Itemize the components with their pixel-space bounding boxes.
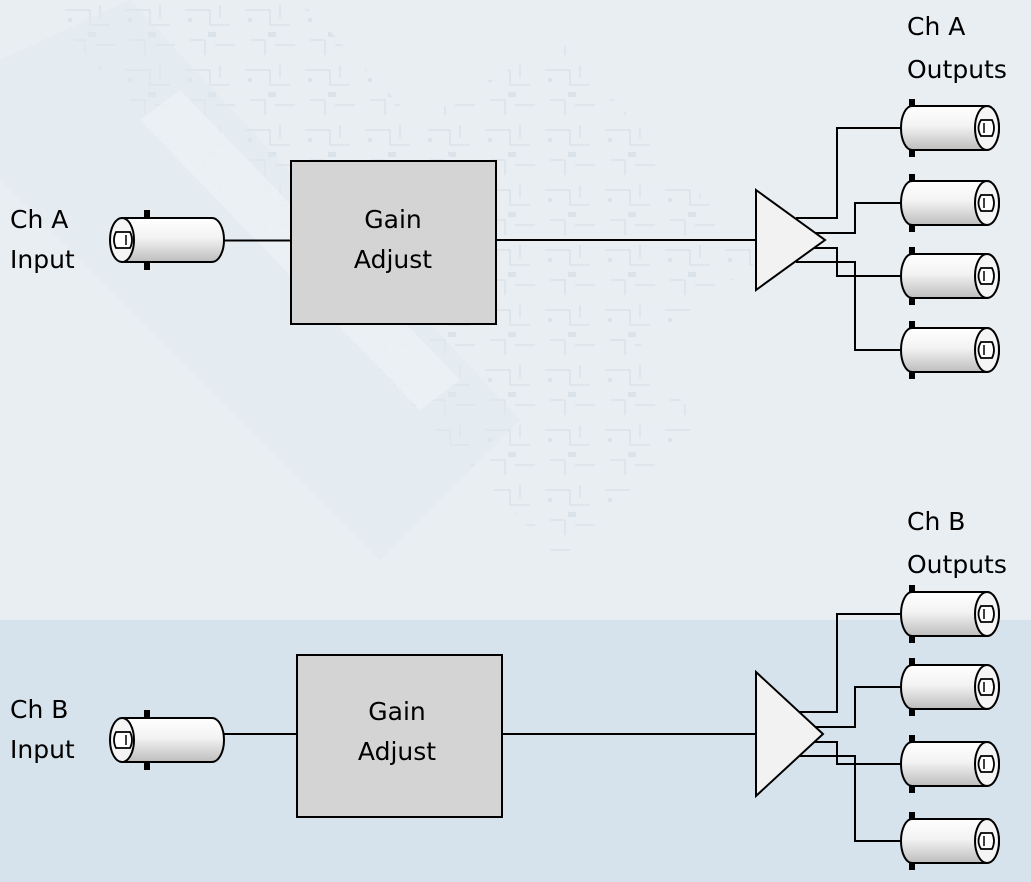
input-bnc-connector-icon: [109, 210, 225, 270]
input-bnc-connector-icon: [109, 710, 225, 770]
input-label: Input: [10, 245, 75, 274]
outputs-label: Ch A: [907, 12, 965, 41]
gain-adjust-label: Adjust: [358, 737, 436, 766]
input-label: Input: [10, 735, 75, 764]
input-label: Ch A: [10, 205, 68, 234]
input-label: Ch B: [10, 695, 68, 724]
output-bnc-connector-icon: [900, 321, 1000, 379]
output-wire: [796, 755, 912, 842]
outputs-label: Ch B: [907, 507, 965, 536]
outputs-label: Outputs: [907, 550, 1007, 579]
gain-adjust-block: [290, 160, 497, 325]
outputs-label: Outputs: [907, 55, 1007, 84]
output-bnc-connector-icon: [900, 99, 1000, 157]
output-wire: [796, 202, 912, 234]
output-wire: [796, 741, 912, 765]
output-bnc-connector-icon: [900, 247, 1000, 305]
gain-adjust-label: Adjust: [354, 245, 432, 274]
gain-adjust-label: Gain: [364, 205, 421, 234]
output-wire: [796, 686, 912, 728]
gain-adjust-label: Gain: [368, 697, 425, 726]
buffer-amplifier-triangle-icon: [755, 188, 827, 292]
buffer-amplifier-triangle-icon: [755, 669, 825, 799]
output-bnc-connector-icon: [900, 174, 1000, 232]
gain-adjust-block: [296, 654, 503, 818]
output-bnc-connector-icon: [900, 812, 1000, 870]
output-bnc-connector-icon: [900, 658, 1000, 716]
output-wire: [796, 613, 912, 713]
output-wire: [796, 261, 912, 351]
output-bnc-connector-icon: [900, 735, 1000, 793]
output-bnc-connector-icon: [900, 585, 1000, 643]
output-wire: [796, 127, 912, 219]
